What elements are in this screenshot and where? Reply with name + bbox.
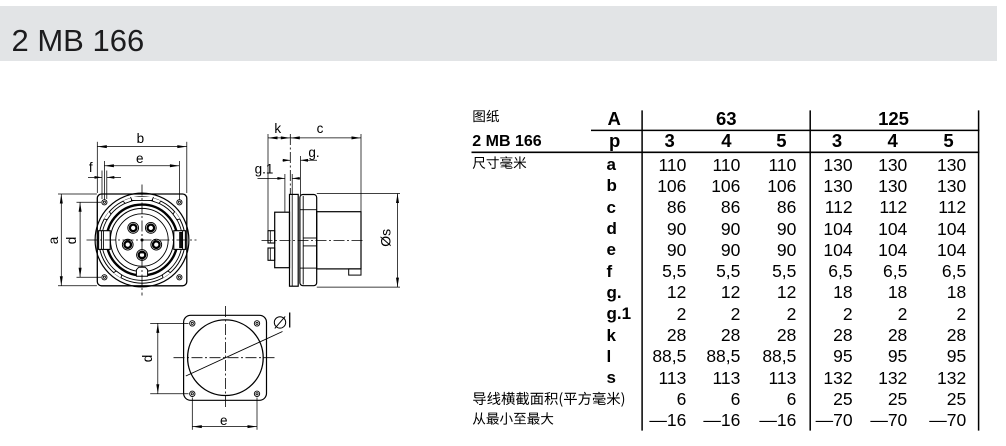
svg-text:Øs: Øs bbox=[378, 229, 394, 247]
svg-text:a: a bbox=[46, 236, 61, 244]
svg-text:c: c bbox=[317, 121, 324, 136]
svg-text:g.: g. bbox=[308, 145, 319, 160]
svg-text:k: k bbox=[274, 121, 281, 136]
svg-text:d: d bbox=[64, 237, 79, 245]
svg-text:g.1: g.1 bbox=[255, 162, 274, 177]
svg-text:b: b bbox=[137, 131, 145, 146]
svg-text:d: d bbox=[140, 355, 155, 363]
svg-text:f: f bbox=[89, 160, 93, 175]
svg-text:e: e bbox=[136, 151, 144, 166]
svg-text:e: e bbox=[220, 413, 228, 428]
